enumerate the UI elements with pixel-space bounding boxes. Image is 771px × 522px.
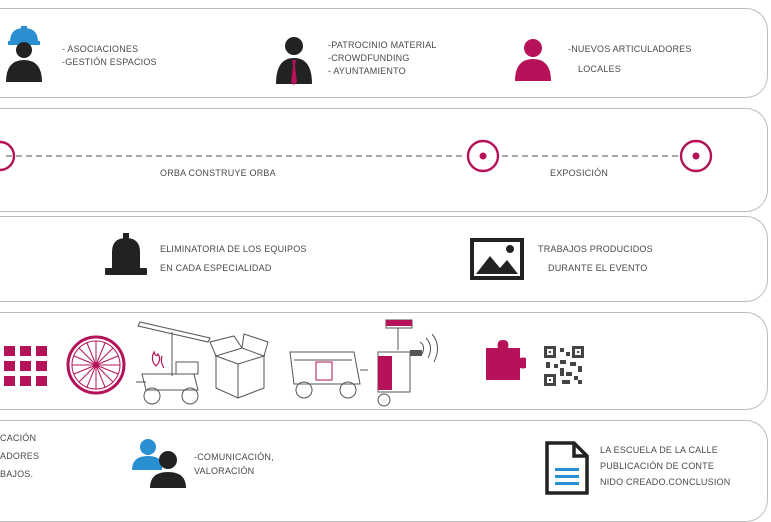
row5-col3-line1: LA ESCUELA DE LA CALLE <box>600 445 718 455</box>
row1-col3-line1: -NUEVOS ARTICULADORES <box>568 44 692 54</box>
image-frame-icon <box>470 238 524 280</box>
row1-col3-line2: LOCALES <box>578 64 621 74</box>
row5-col3-line3: NIDO CREADO.CONCLUSION <box>600 477 731 487</box>
row1-col1-line1: - ASOCIACIONES <box>62 44 139 54</box>
street-cart-canopy-illustration <box>136 321 211 405</box>
puzzle-piece-icon <box>486 340 526 380</box>
row5-col1-line2: ADORES <box>0 451 40 461</box>
row5-col2-line2: VALORACIÓN <box>194 466 255 476</box>
row5-col1-line3: BAJOS. <box>0 469 34 479</box>
row3-col1-line2: EN CADA ESPECIALIDAD <box>160 263 272 273</box>
row5-col3-line2: PUBLICACIÓN DE CONTE <box>600 461 715 471</box>
row1-col2-line2: -CROWDFUNDING <box>328 53 410 63</box>
row-timeline-band <box>0 108 768 212</box>
row5-col2-line1: -COMUNICACIÓN, <box>194 452 274 462</box>
timeline-label-right: EXPOSICIÓN <box>550 168 609 178</box>
open-box-illustration <box>209 333 269 399</box>
worker-helmet-icon <box>6 26 42 82</box>
milestone-node-icon <box>466 139 500 173</box>
row-stakeholders-band <box>0 8 768 98</box>
document-icon <box>545 441 589 495</box>
radio-cart-illustration <box>377 319 438 407</box>
row1-col2-line1: -PATROCINIO MATERIAL <box>328 40 437 50</box>
timeline-label-left: ORBA CONSTRUYE ORBA <box>160 168 276 178</box>
milestone-node-icon <box>679 139 713 173</box>
grid-icon <box>4 346 47 386</box>
qr-code-icon <box>544 346 584 386</box>
food-cart-illustration <box>289 351 368 399</box>
row3-col1-line1: ELIMINATORIA DE LOS EQUIPOS <box>160 244 307 254</box>
row1-col1-line2: -GESTIÓN ESPACIOS <box>62 57 157 67</box>
businessman-icon <box>276 37 312 85</box>
users-chat-icon <box>132 439 186 488</box>
row3-col2-line2: DURANTE EL EVENTO <box>548 263 648 273</box>
row3-col2-line1: TRABAJOS PRODUCIDOS <box>538 244 653 254</box>
row1-col2-line3: - AYUNTAMIENTO <box>328 66 406 76</box>
bell-icon <box>105 233 147 275</box>
person-magenta-icon <box>515 39 551 81</box>
row5-col1-line1: CACIÓN <box>0 433 37 443</box>
bicycle-wheel-icon <box>66 335 126 395</box>
timeline <box>0 140 678 172</box>
